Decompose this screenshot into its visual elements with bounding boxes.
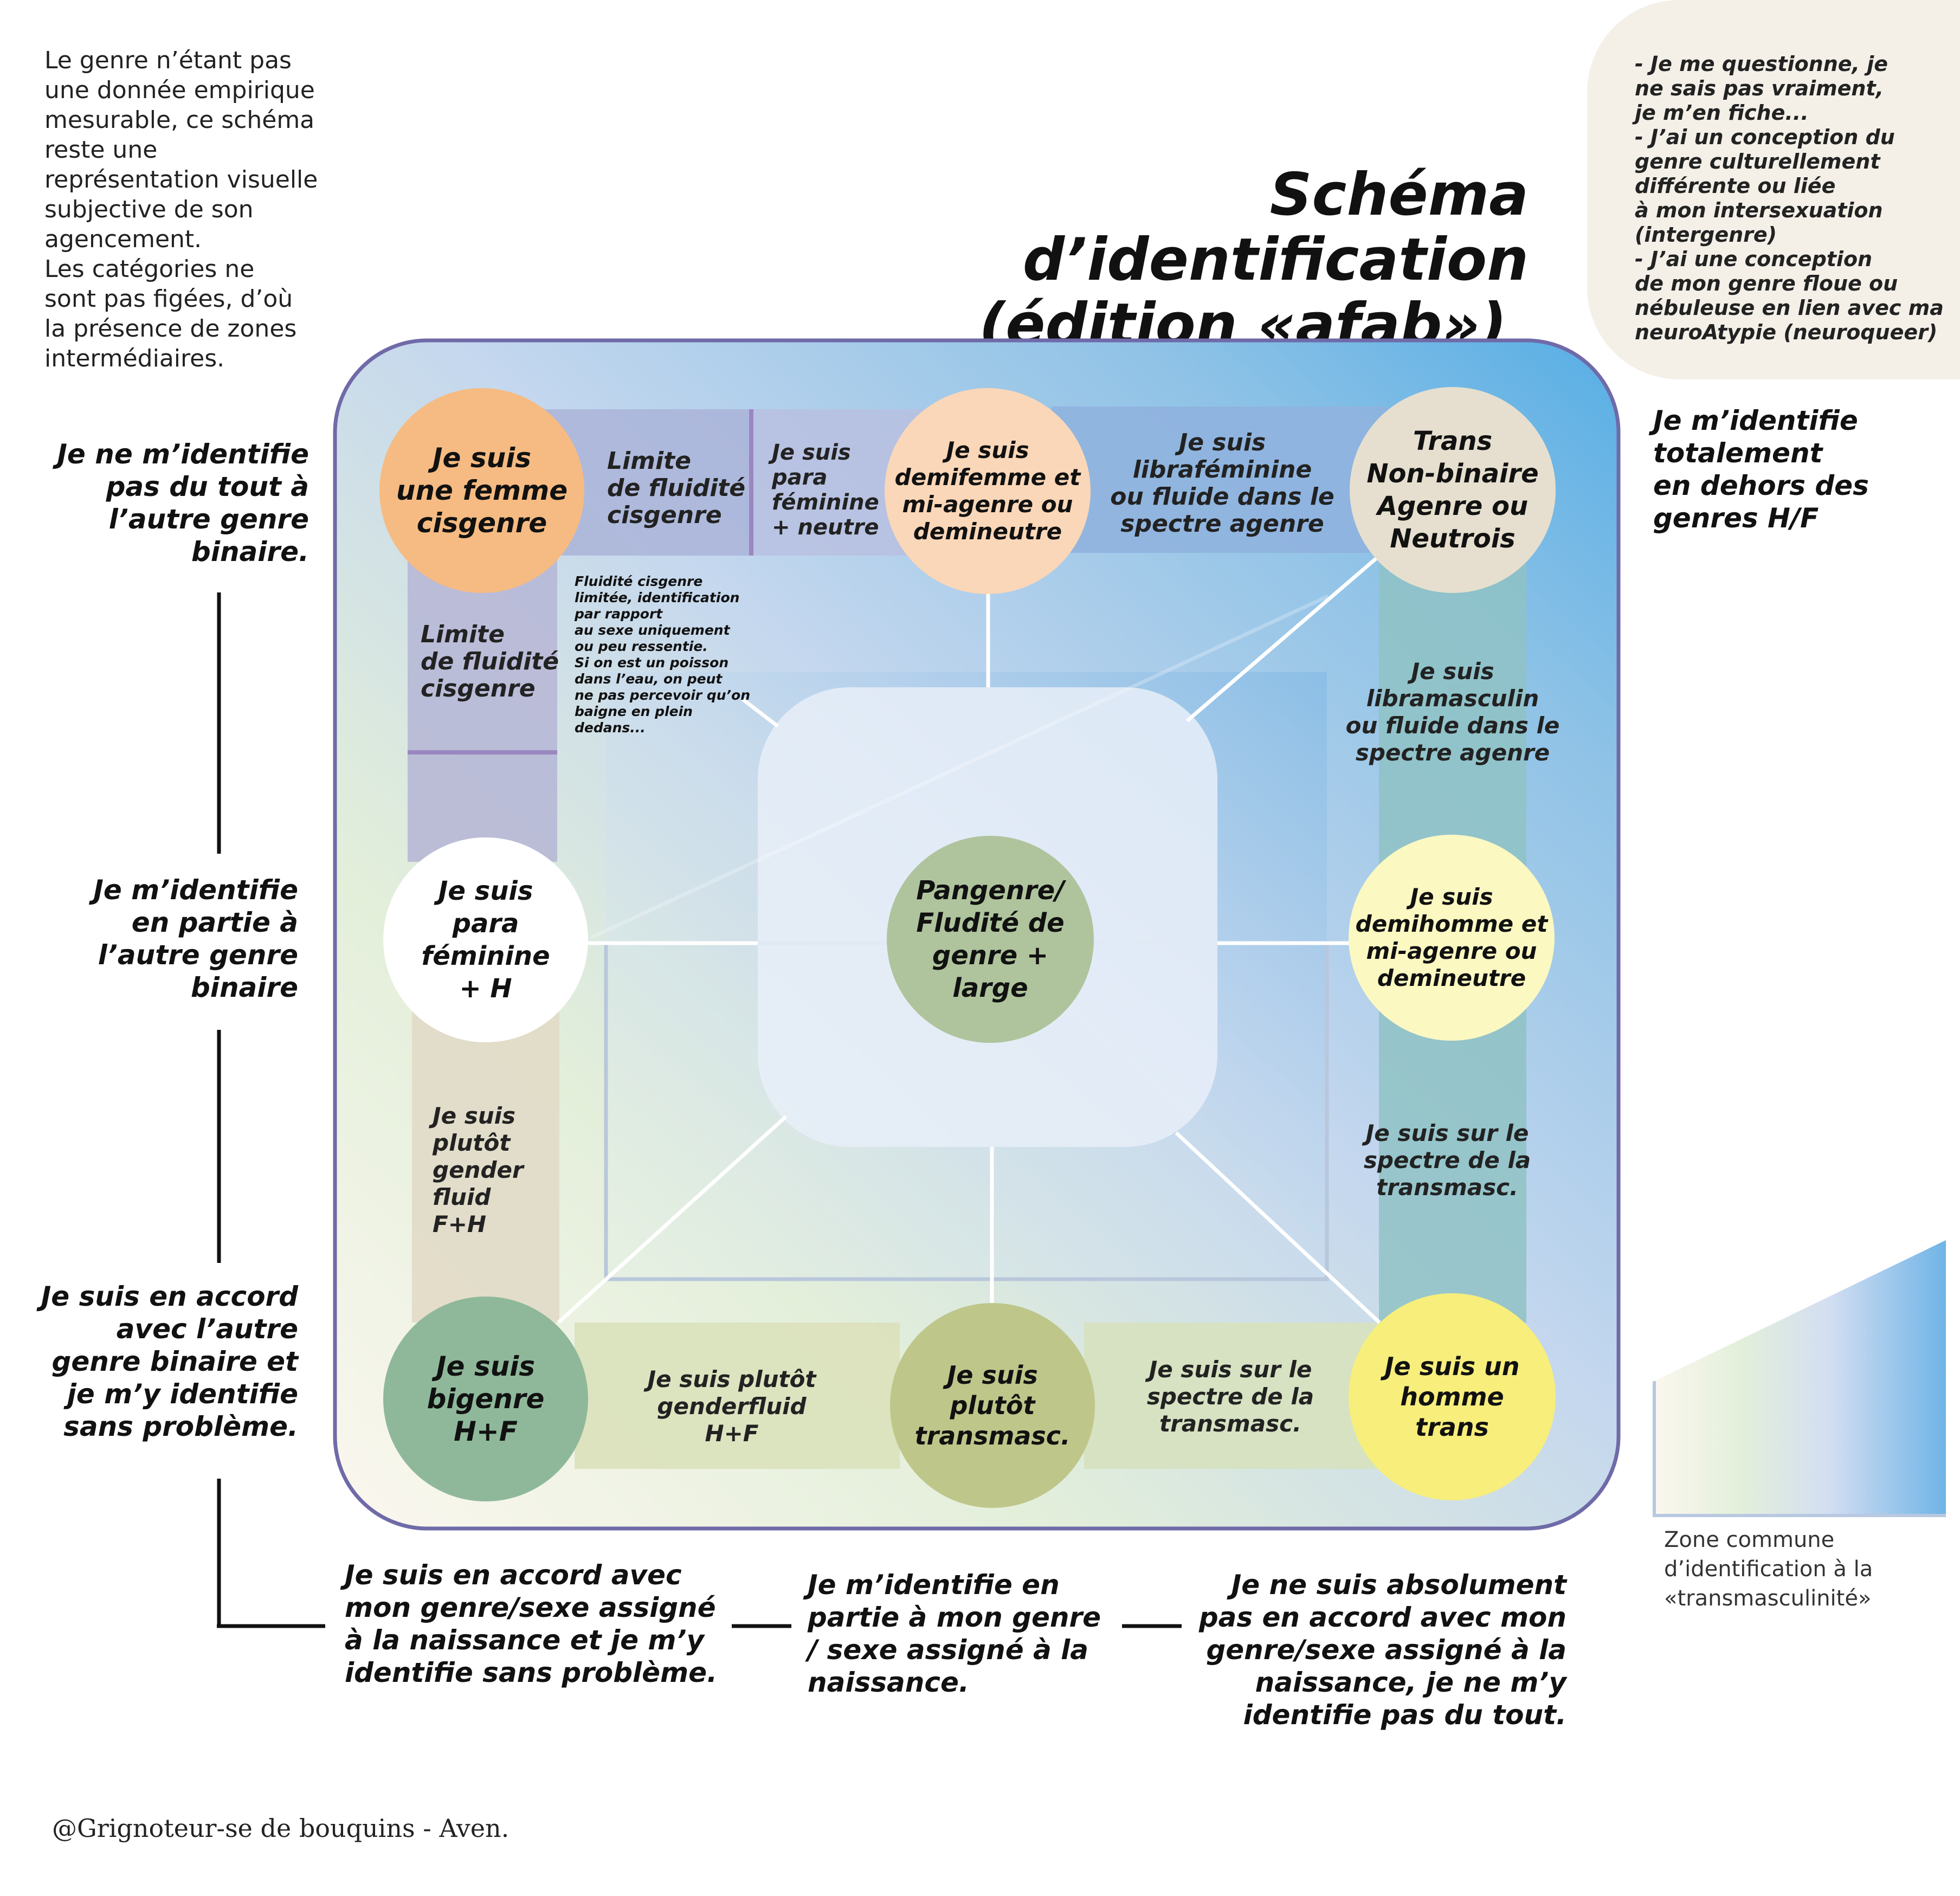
band-label-limite-top: Limite de fluidité cisgenre — [607, 447, 746, 529]
node-demifemme: Je suis demifemme et mi-agenre ou demine… — [885, 388, 1091, 594]
band-label-genderfluid-bottom: Je suis plutôt genderfluid H+F — [647, 1366, 816, 1447]
axis-bottom-middle: Je m’identifie en partie à mon genre / s… — [808, 1569, 1101, 1698]
questioning-note-bubble — [1587, 0, 1960, 379]
band-bottom-left — [575, 1323, 900, 1469]
band-bottom-right — [1084, 1323, 1388, 1469]
band-label-para-neutre: Je suis para féminine + neutre — [772, 440, 879, 540]
band-label-librafeminine: Je suis libraféminine ou fluide dans le … — [1110, 429, 1334, 538]
band-label-spectre-right: Je suis sur le spectre de la transmasc. — [1363, 1120, 1531, 1201]
node-homme-trans: Je suis un homme trans — [1349, 1293, 1556, 1500]
axis-bottom-left: Je suis en accord avec mon genre/sexe as… — [345, 1559, 718, 1688]
node-femme-cisgenre: Je suis une femme cisgenre — [379, 388, 584, 593]
node-pangenre: Pangenre/ Fludité de genre + large — [887, 836, 1094, 1043]
band-label-spectre-bottom: Je suis sur le spectre de la transmasc. — [1146, 1356, 1314, 1437]
node-bigenre: Je suis bigenre H+F — [383, 1297, 588, 1501]
node-demihomme: Je suis demihomme et mi-agenre ou demine… — [1349, 835, 1555, 1041]
node-para-feminine: Je suis para féminine + H — [383, 837, 588, 1042]
node-trans-non-binaire: Trans Non-binaire Agenre ou Neutrois — [1350, 387, 1556, 593]
legend-wedge — [1654, 1240, 1946, 1515]
band-label-genderfluid-left: Je suis plutôt gender fluid F+H — [433, 1102, 524, 1237]
axis-left-bottom: Je suis en accord avec l’autre genre bin… — [41, 1281, 298, 1442]
intro-note: Le genre n’étant pas une donnée empiriqu… — [44, 47, 318, 372]
band-left-lower — [412, 1008, 559, 1323]
node-transmasc: Je suis plutôt transmasc. — [890, 1303, 1095, 1508]
band-top-right — [1052, 407, 1388, 553]
cisgenre-fluidity-note: Fluidité cisgenre limitée, identificatio… — [575, 573, 750, 736]
axis-left-middle: Je m’identifie en partie à l’autre genre… — [93, 874, 298, 1003]
credit: @Grignoteur-se de bouquins - Aven. — [52, 1814, 510, 1843]
questioning-note: - Je me questionne, je ne sais pas vraim… — [1635, 52, 1944, 344]
legend-label: Zone commune d’identification à la «tran… — [1664, 1527, 1873, 1611]
band-label-limite-left: Limite de fluidité cisgenre — [421, 621, 559, 702]
axis-left-top: Je ne m’identifie pas du tout à l’autre … — [57, 438, 309, 567]
band-left-upper — [408, 558, 557, 862]
outside-binary-label: Je m’identifie totalement en dehors des … — [1653, 405, 1869, 534]
title-line-1: Schéma d’identification — [1022, 161, 1529, 294]
axis-bottom-right: Je ne suis absolument pas en accord avec… — [1198, 1569, 1566, 1731]
band-label-libramasculin: Je suis libramasculin ou fluide dans le … — [1345, 658, 1560, 766]
